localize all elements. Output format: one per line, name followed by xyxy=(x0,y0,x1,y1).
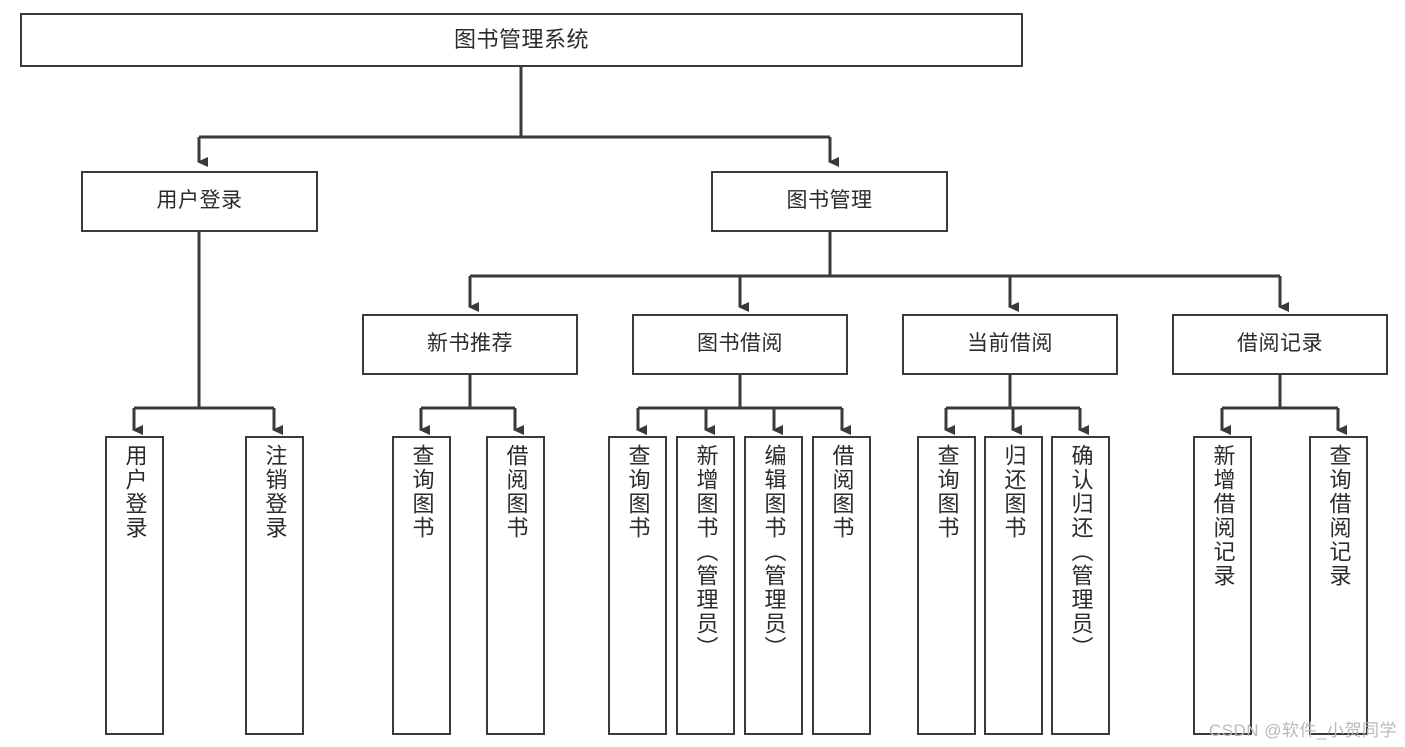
node-book-management[interactable]: 图书管理 xyxy=(711,171,948,232)
node-label: 借阅记录 xyxy=(1237,332,1323,356)
leaf-borrow-book[interactable]: 借阅图书 xyxy=(812,436,871,735)
node-label: 确认归还（管理员） xyxy=(1068,444,1094,660)
node-book-borrow[interactable]: 图书借阅 xyxy=(632,314,848,375)
node-new-book-recommend[interactable]: 新书推荐 xyxy=(362,314,578,375)
leaf-query-book-current[interactable]: 查询图书 xyxy=(917,436,976,735)
leaf-query-borrow-record[interactable]: 查询借阅记录 xyxy=(1309,436,1368,735)
watermark: CSDN @软件_小贺同学 xyxy=(1208,721,1397,740)
node-label: 当前借阅 xyxy=(967,332,1053,356)
leaf-return-book[interactable]: 归还图书 xyxy=(984,436,1043,735)
leaf-add-borrow-record[interactable]: 新增借阅记录 xyxy=(1193,436,1252,735)
node-label: 图书借阅 xyxy=(697,332,783,356)
node-label: 查询借阅记录 xyxy=(1326,444,1352,588)
node-label: 查询图书 xyxy=(625,444,651,540)
node-user-login[interactable]: 用户登录 xyxy=(81,171,318,232)
node-label: 用户登录 xyxy=(156,189,243,213)
leaf-borrow-book-recommend[interactable]: 借阅图书 xyxy=(486,436,545,735)
node-label: 借阅图书 xyxy=(829,444,855,540)
leaf-logout[interactable]: 注销登录 xyxy=(245,436,304,735)
leaf-user-login[interactable]: 用户登录 xyxy=(105,436,164,735)
node-label: 图书管理系统 xyxy=(453,27,589,53)
node-label: 借阅图书 xyxy=(503,444,529,540)
leaf-confirm-return-admin[interactable]: 确认归还（管理员） xyxy=(1051,436,1110,735)
node-current-borrow[interactable]: 当前借阅 xyxy=(902,314,1118,375)
node-label: 新书推荐 xyxy=(427,332,513,356)
node-label: 查询图书 xyxy=(409,444,435,540)
node-label: 图书管理 xyxy=(786,189,873,213)
leaf-edit-book-admin[interactable]: 编辑图书（管理员） xyxy=(744,436,803,735)
node-label: 编辑图书（管理员） xyxy=(761,444,787,660)
leaf-query-book-recommend[interactable]: 查询图书 xyxy=(392,436,451,735)
leaf-add-book-admin[interactable]: 新增图书（管理员） xyxy=(676,436,735,735)
node-label: 归还图书 xyxy=(1001,444,1027,540)
node-label: 用户登录 xyxy=(122,444,148,540)
node-root-system[interactable]: 图书管理系统 xyxy=(20,13,1023,67)
node-label: 注销登录 xyxy=(262,444,288,540)
leaf-query-book-borrow[interactable]: 查询图书 xyxy=(608,436,667,735)
node-borrow-record[interactable]: 借阅记录 xyxy=(1172,314,1388,375)
node-label: 新增图书（管理员） xyxy=(693,444,719,660)
node-label: 查询图书 xyxy=(934,444,960,540)
node-label: 新增借阅记录 xyxy=(1210,444,1236,588)
